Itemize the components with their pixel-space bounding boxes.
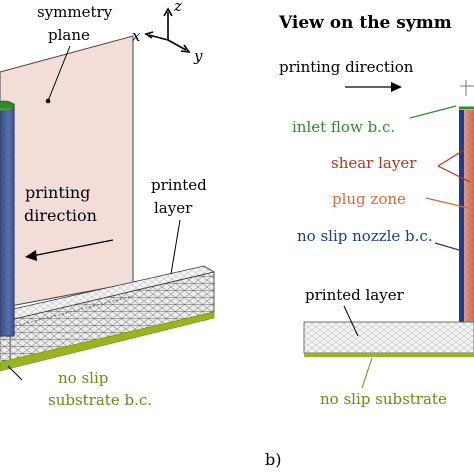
panel-label-b: b) bbox=[265, 450, 281, 469]
symmetry-leader-line bbox=[47, 45, 71, 102]
symmetry-label-line2: plane bbox=[48, 26, 90, 44]
printing-direction-label: printing direction bbox=[279, 58, 414, 76]
symmetry-leader-dot bbox=[45, 98, 51, 104]
printed-layer-label: printed layer bbox=[305, 286, 405, 304]
printing-label-line2: direction bbox=[24, 206, 97, 225]
nozzle-section bbox=[459, 80, 474, 322]
right-printing-arrowhead bbox=[391, 82, 402, 92]
substrate-leader-line bbox=[7, 365, 23, 381]
axis-y-label: y bbox=[193, 47, 203, 65]
printed-leader-line bbox=[170, 219, 181, 275]
axis-x-label: x bbox=[132, 27, 141, 45]
noslip-substrate-label: no slip substrate bbox=[320, 390, 447, 408]
shear-leader-2 bbox=[437, 165, 471, 183]
noslip-substrate-line1: no slip bbox=[58, 369, 108, 387]
noslip-nozzle-label: no slip nozzle b.c. bbox=[297, 227, 433, 245]
symmetry-plane bbox=[0, 35, 134, 309]
printed-layer-leader bbox=[343, 305, 359, 337]
plug-leader bbox=[425, 197, 469, 209]
right-title: View on the symm bbox=[278, 13, 452, 33]
substrate-strip bbox=[0, 311, 215, 372]
shear-layer-label: shear layer bbox=[331, 154, 417, 172]
inlet-leader bbox=[409, 105, 457, 119]
printing-direction-arrow bbox=[31, 239, 114, 257]
printed-label-line2: layer bbox=[154, 199, 193, 217]
axis-z-label: z bbox=[173, 0, 182, 15]
right-substrate bbox=[304, 353, 474, 357]
symmetry-label-line1: symmetry bbox=[37, 3, 113, 21]
noslip-nozzle-leader bbox=[434, 242, 460, 251]
shear-leader-1 bbox=[437, 149, 465, 167]
printed-label-line1: printed bbox=[151, 176, 207, 194]
axis-triad bbox=[144, 7, 191, 54]
printing-label-line1: printing bbox=[25, 183, 90, 202]
plug-zone-label: plug zone bbox=[332, 190, 406, 208]
nozzle-cylinder bbox=[0, 100, 15, 337]
left-panel: z x y symmetry plane printing direction … bbox=[0, 0, 216, 409]
printing-direction-arrowhead bbox=[25, 250, 37, 261]
inlet-flow-label: inlet flow b.c. bbox=[292, 118, 395, 136]
noslip-substrate-leader bbox=[361, 357, 373, 389]
right-panel: View on the symm printing direction inle… bbox=[278, 13, 474, 408]
right-printed-layer bbox=[303, 321, 474, 354]
noslip-substrate-line2: substrate b.c. bbox=[48, 391, 152, 409]
